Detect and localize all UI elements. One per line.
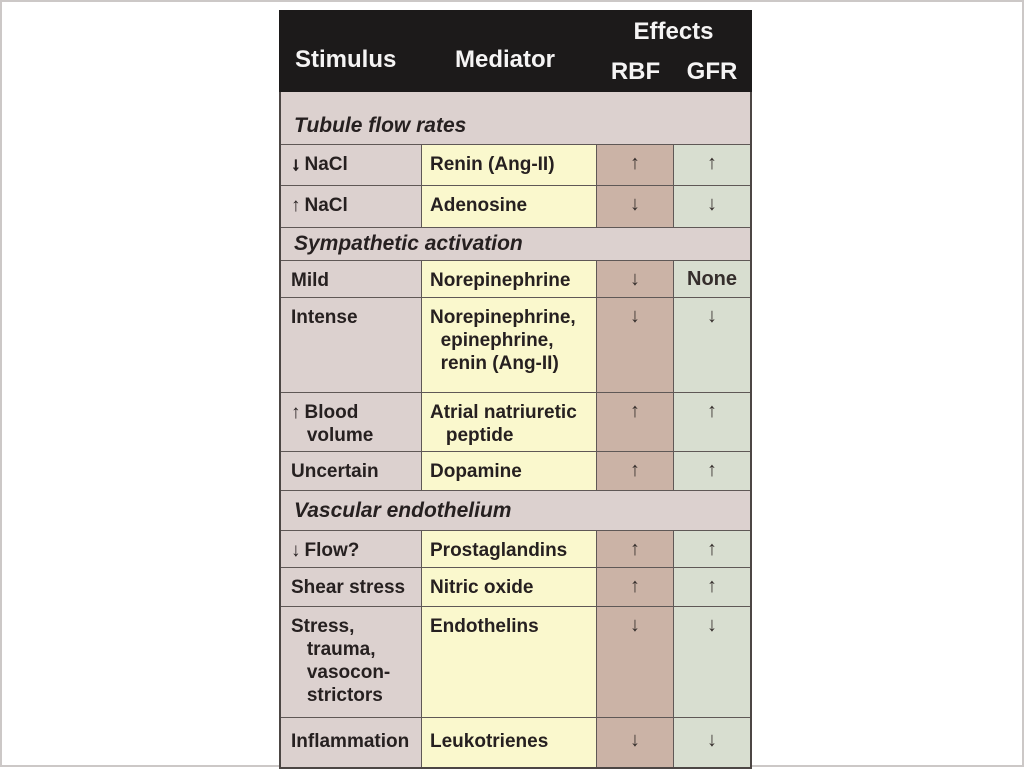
mediator-cell: Dopamine — [422, 452, 597, 491]
stimulus-cell: Stress, trauma, vasocon- strictors — [281, 606, 422, 717]
rbf-value: ↓ — [597, 606, 674, 717]
stimulus-label: Shear stress — [291, 576, 406, 598]
stimulus-cell: ↑NaCl — [281, 186, 422, 227]
column-header-rbf: RBF — [610, 58, 661, 85]
table-row: ↓Flow? Prostaglandins ↑ ↑ — [281, 530, 750, 567]
rbf-value: ↑ — [597, 531, 674, 567]
gfr-value: ↑ — [674, 145, 750, 185]
section-title: Sympathetic activation — [281, 227, 750, 260]
mediator-cell: Norepinephrine, epinephrine, renin (Ang-… — [422, 298, 597, 392]
rbf-value: ↑ — [597, 145, 674, 185]
table-row: Stress, trauma, vasocon- strictors Endot… — [281, 605, 750, 717]
section-title: Tubule flow rates — [281, 92, 750, 144]
gfr-value: ↓ — [674, 298, 750, 392]
stimulus-label: Flow? — [304, 540, 360, 562]
mediator-cell: Prostaglandins — [422, 531, 597, 567]
section-title: Vascular endothelium — [281, 490, 750, 531]
renal-effects-table: Stimulus Mediator Effects RBF GFR Tubule… — [279, 10, 752, 769]
mediator-cell: Renin (Ang-II) — [422, 145, 597, 185]
mediator-cell: Endothelins — [422, 606, 597, 717]
table-row: Intense Norepinephrine, epinephrine, ren… — [281, 297, 750, 392]
table-row: ↓NaCl Renin (Ang-II) ↑ ↑ — [281, 144, 750, 185]
mediator-cell: Adenosine — [422, 186, 597, 227]
mediator-cell: Atrial natriuretic peptide — [422, 393, 597, 452]
gfr-value: ↑ — [674, 452, 750, 491]
table-header: Stimulus Mediator Effects RBF GFR — [279, 10, 752, 92]
column-header-gfr: GFR — [686, 58, 738, 85]
column-header-effects: Effects — [633, 18, 714, 45]
stimulus-cell: Shear stress — [281, 567, 422, 606]
rbf-value: ↑ — [597, 567, 674, 606]
stimulus-cell: Uncertain — [281, 452, 422, 491]
mediator-cell: Nitric oxide — [422, 567, 597, 606]
stimulus-label: Stress, trauma, vasocon- strictors — [291, 615, 391, 707]
stimulus-label: Blood volume — [304, 402, 374, 447]
gfr-value: ↓ — [674, 606, 750, 717]
gfr-value: None — [674, 261, 750, 297]
stimulus-label: Mild — [291, 270, 329, 291]
gfr-value: ↓ — [674, 186, 750, 227]
up-arrow-icon: ↑ — [291, 195, 301, 216]
gfr-value: ↑ — [674, 531, 750, 567]
stimulus-cell: ↓Flow? — [281, 531, 422, 567]
rbf-value: ↑ — [597, 452, 674, 491]
rbf-value: ↓ — [597, 298, 674, 392]
column-header-mediator: Mediator — [455, 46, 556, 73]
rbf-value: ↓ — [597, 261, 674, 297]
rbf-value: ↑ — [597, 393, 674, 452]
stimulus-label: Inflammation — [291, 730, 410, 752]
stimulus-label: Intense — [291, 307, 358, 328]
gfr-value: ↑ — [674, 393, 750, 452]
stimulus-cell: Intense — [281, 298, 422, 392]
table-row: Uncertain Dopamine ↑ ↑ — [281, 451, 750, 491]
effects-subheaders: RBF GFR — [597, 58, 750, 86]
gfr-value: ↑ — [674, 567, 750, 606]
rbf-value: ↓ — [597, 717, 674, 767]
table-row: Shear stress Nitric oxide ↑ ↑ — [281, 566, 750, 606]
up-arrow-icon: ↑ — [291, 402, 301, 423]
stimulus-label: Uncertain — [291, 461, 379, 483]
mediator-cell: Norepinephrine — [422, 261, 597, 297]
table-row: ↑NaCl Adenosine ↓ ↓ — [281, 185, 750, 227]
stimulus-label: NaCl — [304, 154, 348, 175]
stimulus-cell: Mild — [281, 261, 422, 297]
stimulus-cell: Inflammation — [281, 717, 422, 767]
mediator-cell: Leukotrienes — [422, 717, 597, 767]
stimulus-cell: ↑Blood volume — [281, 393, 422, 452]
down-arrow-icon: ↓ — [291, 154, 301, 175]
stimulus-label: NaCl — [304, 195, 348, 216]
down-arrow-icon: ↓ — [291, 540, 301, 562]
table-row: Inflammation Leukotrienes ↓ ↓ — [281, 716, 750, 767]
gfr-value: ↓ — [674, 717, 750, 767]
table-row: ↑Blood volume Atrial natriuretic peptide… — [281, 392, 750, 452]
rbf-value: ↓ — [597, 186, 674, 227]
column-header-stimulus: Stimulus — [295, 46, 397, 73]
table-row: Mild Norepinephrine ↓ None — [281, 260, 750, 297]
stimulus-cell: ↓NaCl — [281, 145, 422, 185]
